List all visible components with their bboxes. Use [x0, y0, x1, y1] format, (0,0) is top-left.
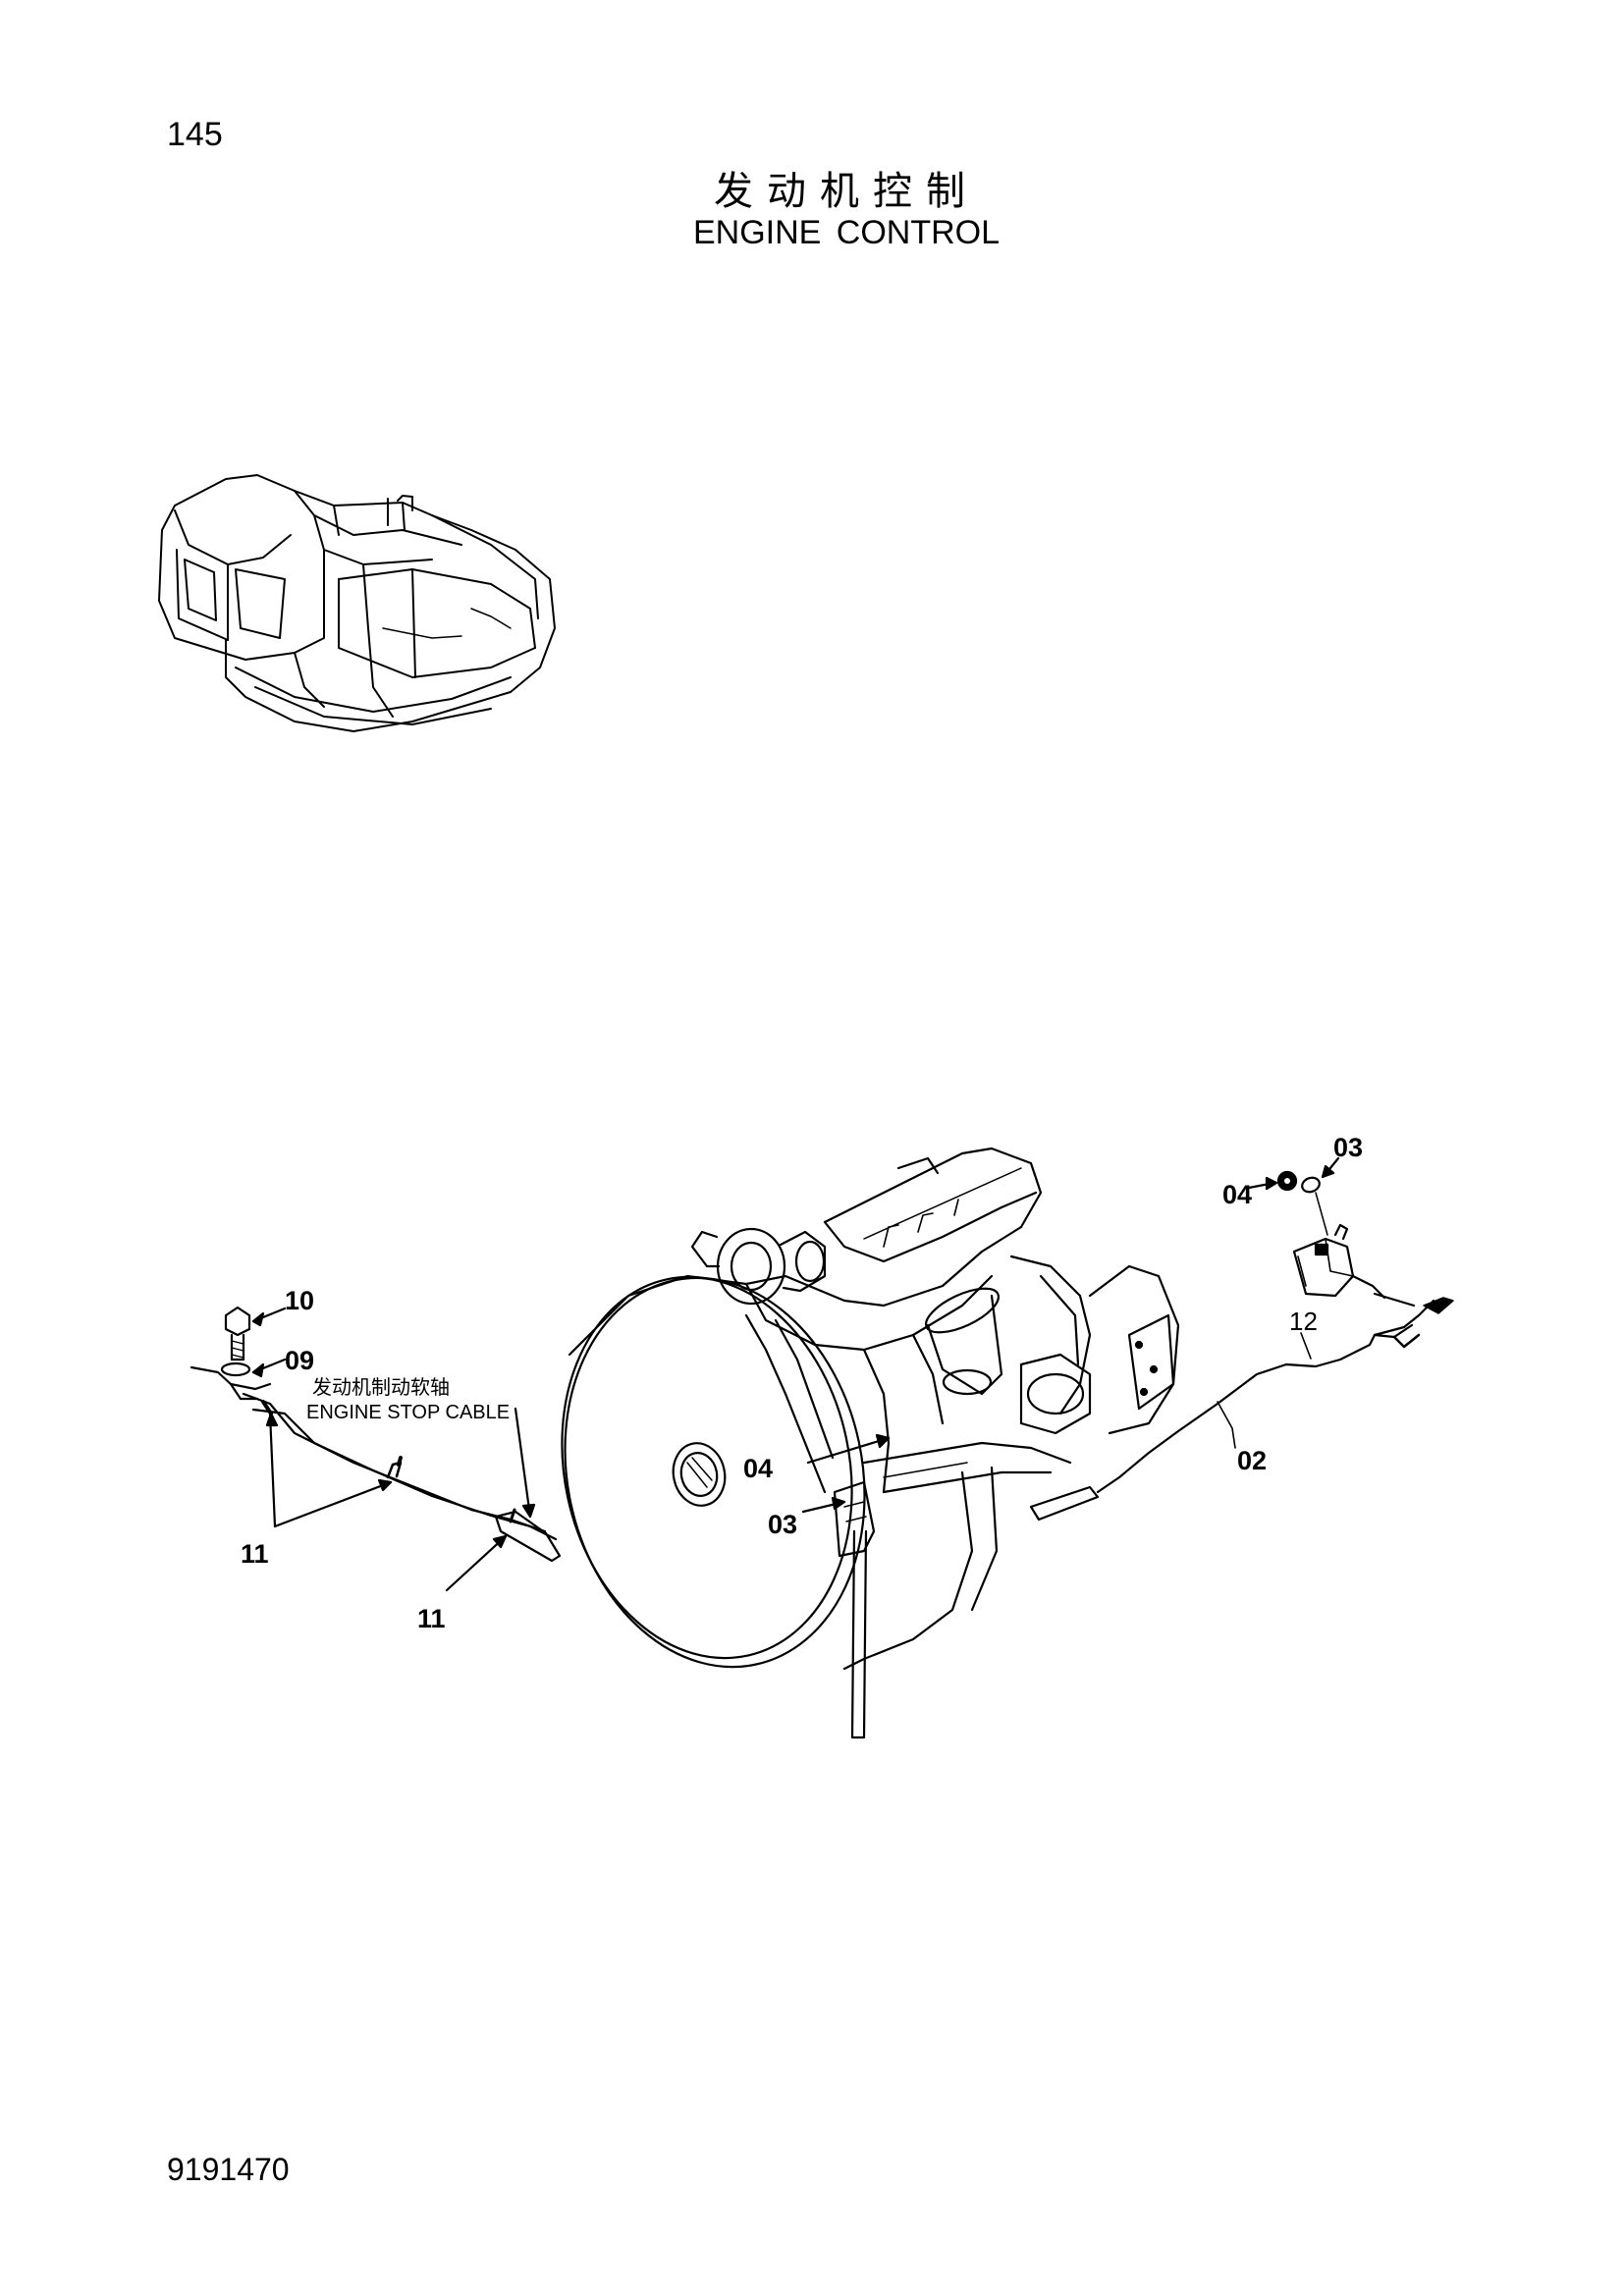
- engine-illustration: [561, 1147, 1180, 1739]
- bolt-part-10: [224, 1306, 287, 1362]
- engine-stop-cable-label-cn: 发动机制动软轴: [312, 1375, 450, 1399]
- page-title-chinese: 发动机控制: [714, 169, 979, 214]
- page-number: 145: [167, 116, 223, 153]
- callout-11-left: 11: [241, 1539, 269, 1569]
- leader-lines: [801, 1332, 1312, 1514]
- page-title-english: ENGINE CONTROL: [692, 214, 1001, 251]
- callout-12: 12: [1289, 1307, 1318, 1336]
- control-unit-assembly: [1247, 1156, 1416, 1308]
- document-code: 9191470: [167, 2152, 290, 2187]
- callout-04-unit: 04: [1222, 1180, 1252, 1209]
- control-cable-part-02: [1096, 1297, 1454, 1494]
- nut-part-04: [1247, 1170, 1298, 1192]
- washer-part-09: [220, 1358, 287, 1378]
- callout-04-engine: 04: [743, 1454, 773, 1483]
- callout-03-engine: 03: [768, 1510, 797, 1539]
- callout-02: 02: [1237, 1446, 1267, 1475]
- engine-stop-cable-label-en: ENGINE STOP CABLE: [306, 1402, 510, 1423]
- callout-10: 10: [285, 1286, 314, 1315]
- excavator-thumbnail: [158, 474, 556, 732]
- washer-part-03: [1301, 1156, 1340, 1236]
- callout-09: 09: [285, 1346, 314, 1375]
- callout-03-unit: 03: [1333, 1133, 1363, 1162]
- engine-stop-cable-assembly: [189, 1306, 562, 1592]
- callout-11-bottom: 11: [417, 1604, 446, 1633]
